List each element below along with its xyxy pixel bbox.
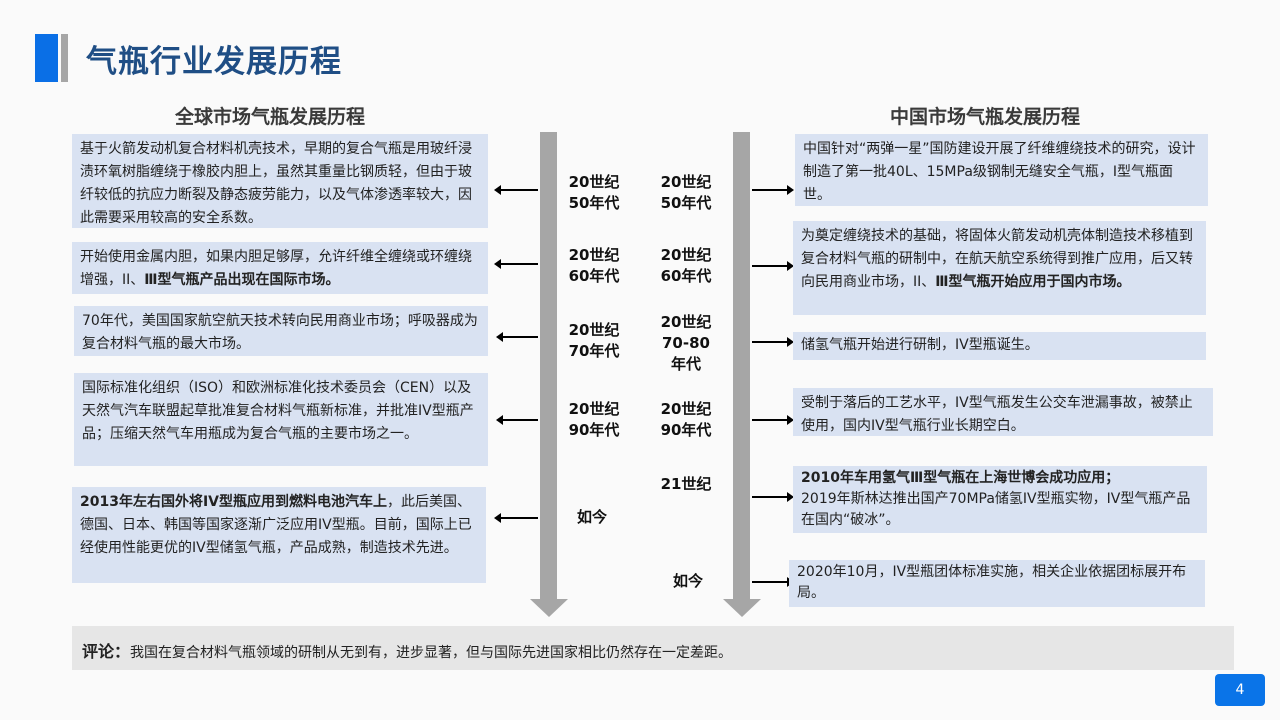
global-timeline-bar — [540, 132, 557, 600]
china-timeline-bar — [733, 132, 750, 600]
china-event-box: 2020年10月，IV型瓶团体标准实施，相关企业依据团标展开布局。 — [789, 560, 1205, 607]
china-era-label: 如今 — [672, 572, 703, 590]
global-event-box: 基于火箭发动机复合材料机壳技术，早期的复合气瓶是用玻纤浸渍环氧树脂缠绕于橡胶内胆… — [72, 134, 488, 228]
arrow-right-icon — [752, 577, 794, 587]
comment-label: 评论： — [82, 642, 131, 661]
comment-box: 评论：我国在复合材料气瓶领域的研制从无到有，进步显著，但与国际先进国家相比仍然存… — [72, 626, 1234, 670]
global-event-box: 开始使用金属内胆，如果内胆足够厚，允许纤维全缠绕或环缠绕增强，II、Ⅲ型气瓶产品… — [72, 242, 488, 294]
comment-text: 我国在复合材料气瓶领域的研制从无到有，进步显著，但与国际先进国家相比仍然存在一定… — [130, 645, 733, 661]
global-event-box: 70年代，美国国家航空航天技术转向民用商业市场；呼吸器成为复合材料气瓶的最大市场… — [74, 306, 488, 356]
china-event-box: 受制于落后的工艺水平，IV型气瓶发生公交车泄漏事故，被禁止使用，国内IV型气瓶行… — [793, 388, 1213, 436]
arrow-left-icon — [496, 415, 538, 425]
global-timeline-arrowhead — [530, 599, 568, 617]
title-accent-gray — [61, 34, 68, 82]
arrow-right-icon — [752, 415, 794, 425]
china-timeline-arrowhead — [723, 599, 761, 617]
arrow-right-icon — [752, 261, 794, 271]
arrow-right-icon — [752, 337, 794, 347]
global-era-label: 如今 — [576, 508, 607, 526]
global-event-box: 国际标准化组织（ISO）和欧洲标准化技术委员会（CEN）以及天然气汽车联盟起草批… — [74, 373, 488, 466]
arrow-left-icon — [496, 332, 538, 342]
arrow-left-icon — [494, 185, 538, 195]
arrow-left-icon — [494, 259, 538, 269]
china-era-label: 21世纪 — [660, 475, 712, 493]
china-event-box: 为奠定缠绕技术的基础，将固体火箭发动机壳体制造技术移植到复合材料气瓶的研制中，在… — [793, 221, 1206, 315]
arrow-right-icon — [752, 185, 794, 195]
china-section-title: 中国市场气瓶发展历程 — [890, 106, 1081, 128]
page-number-badge: 4 — [1215, 674, 1265, 706]
china-event-box: 中国针对“两弹一星”国防建设开展了纤维缠绕技术的研究，设计制造了第一批40L、1… — [795, 134, 1208, 206]
china-event-box: 储氢气瓶开始进行研制，IV型瓶诞生。 — [793, 332, 1206, 360]
arrow-left-icon — [494, 513, 538, 523]
global-section-title: 全球市场气瓶发展历程 — [175, 106, 366, 128]
arrow-right-icon — [752, 492, 794, 502]
china-event-box: 2010年车用氢气Ⅲ型气瓶在上海世博会成功应用；2019年斯林达推出国产70MP… — [793, 466, 1207, 533]
global-event-box: 2013年左右国外将IV型瓶应用到燃料电池汽车上，此后美国、德国、日本、韩国等国… — [72, 487, 486, 583]
page-title: 气瓶行业发展历程 — [86, 44, 342, 80]
title-accent-blue — [35, 34, 58, 82]
